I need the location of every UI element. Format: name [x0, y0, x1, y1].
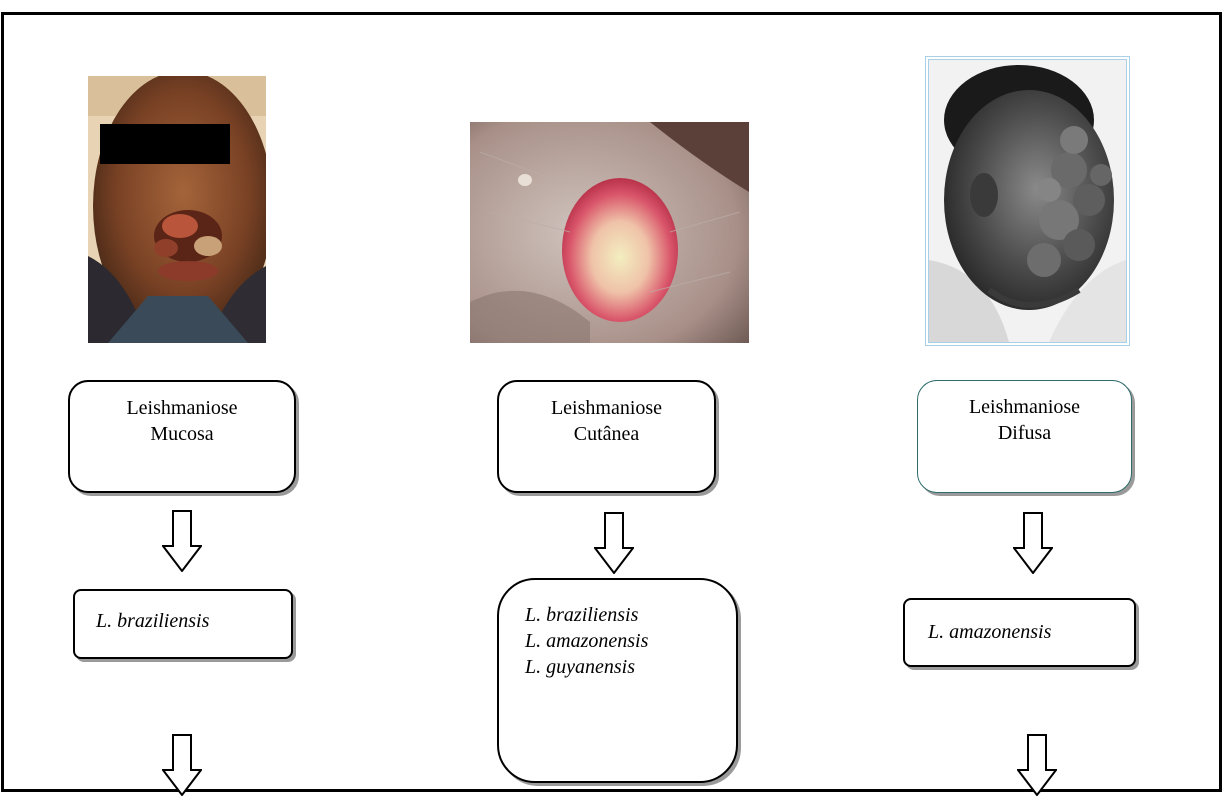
species-name: L. amazonensis: [928, 619, 1134, 645]
form-box-difusa: Leishmaniose Difusa: [917, 380, 1132, 493]
down-arrow-icon: [162, 734, 202, 796]
form-label-line1: Leishmaniose: [499, 395, 714, 421]
down-arrow-icon: [594, 512, 634, 574]
mucosal-lesion-photo: [88, 76, 266, 343]
form-label-line2: Cutânea: [499, 421, 714, 447]
down-arrow-icon: [1013, 512, 1053, 574]
species-name: L. braziliensis: [96, 608, 291, 634]
cutaneous-ulcer-photo: [470, 122, 749, 343]
down-arrow-icon: [162, 510, 202, 572]
diffuse-nodular-lesion-photo: [925, 56, 1130, 346]
form-label-line1: Leishmaniose: [70, 395, 294, 421]
down-arrow-icon: [1017, 734, 1057, 796]
species-box-mucosa: L. braziliensis: [73, 589, 293, 659]
species-box-difusa: L. amazonensis: [903, 598, 1136, 667]
form-box-mucosa: Leishmaniose Mucosa: [68, 380, 296, 493]
species-box-cutanea: L. braziliensis L. amazonensis L. guyane…: [497, 578, 738, 783]
species-name: L. braziliensis: [525, 602, 736, 628]
form-label-line2: Mucosa: [70, 421, 294, 447]
species-name: L. amazonensis: [525, 628, 736, 654]
form-label-line1: Leishmaniose: [918, 394, 1131, 420]
form-label-line2: Difusa: [918, 420, 1131, 446]
form-box-cutanea: Leishmaniose Cutânea: [497, 380, 716, 493]
species-name: L. guyanensis: [525, 654, 736, 680]
